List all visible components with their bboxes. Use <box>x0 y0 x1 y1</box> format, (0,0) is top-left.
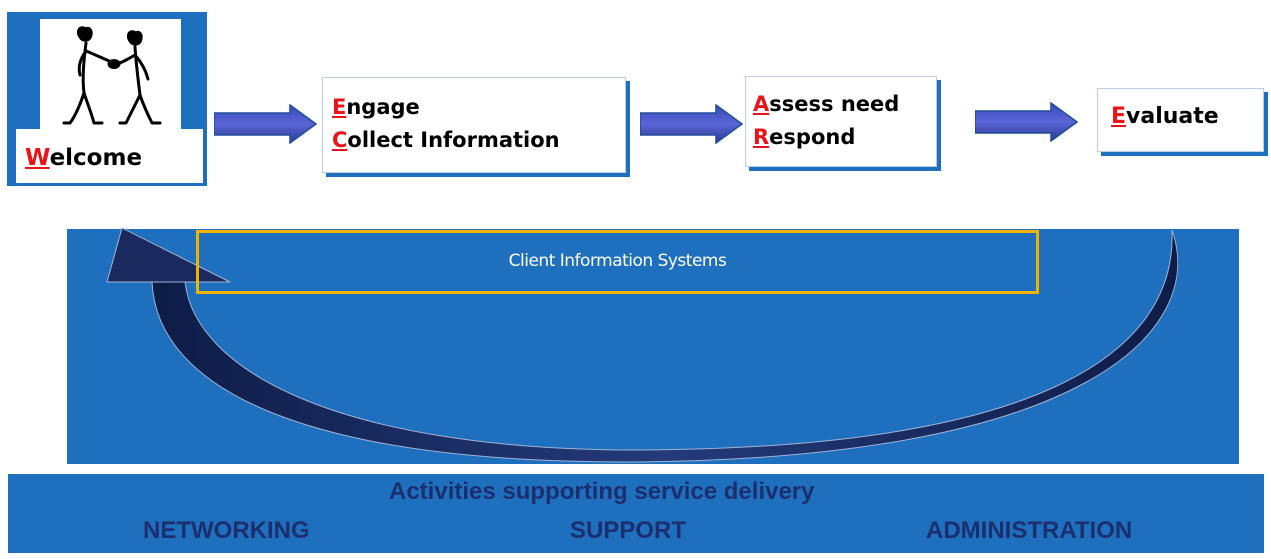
right-arrow-icon <box>639 103 744 149</box>
welcome-initial: W <box>25 145 50 171</box>
right-arrow-icon <box>213 103 318 149</box>
activities-bar: Activities supporting service delivery N… <box>8 474 1264 553</box>
evaluate-initial: E <box>1111 104 1127 129</box>
evaluate-step: Evaluate <box>1097 88 1264 152</box>
collect-rest: ollect Information <box>347 128 560 152</box>
client-information-systems-box: Client Information Systems <box>196 230 1039 294</box>
assess-step: Assess need Respond <box>745 76 937 167</box>
welcome-rest: elcome <box>49 145 143 171</box>
engage-step: Engage Collect Information <box>322 77 626 173</box>
activity-support: SUPPORT <box>570 517 687 544</box>
evaluate-rest: valuate <box>1126 104 1219 129</box>
activity-networking: NETWORKING <box>143 517 310 544</box>
collect-initial: C <box>332 128 348 152</box>
cycle-panel <box>67 229 1239 464</box>
respond-initial: R <box>753 125 770 149</box>
welcome-label-box: Welcome <box>16 129 203 183</box>
curved-return-arrow-icon <box>67 200 1247 475</box>
handshake-people-icon <box>40 19 181 129</box>
activity-administration: ADMINISTRATION <box>926 517 1133 544</box>
client-information-systems-label: Client Information Systems <box>508 251 727 271</box>
assess-rest: ssess need <box>769 92 900 116</box>
assess-initial: A <box>753 92 770 116</box>
engage-initial: E <box>332 95 347 119</box>
right-arrow-icon <box>974 101 1079 147</box>
activities-title: Activities supporting service delivery <box>389 478 815 505</box>
engage-rest: ngage <box>346 95 420 119</box>
welcome-step: Welcome <box>7 12 207 186</box>
respond-rest: espond <box>769 125 856 149</box>
